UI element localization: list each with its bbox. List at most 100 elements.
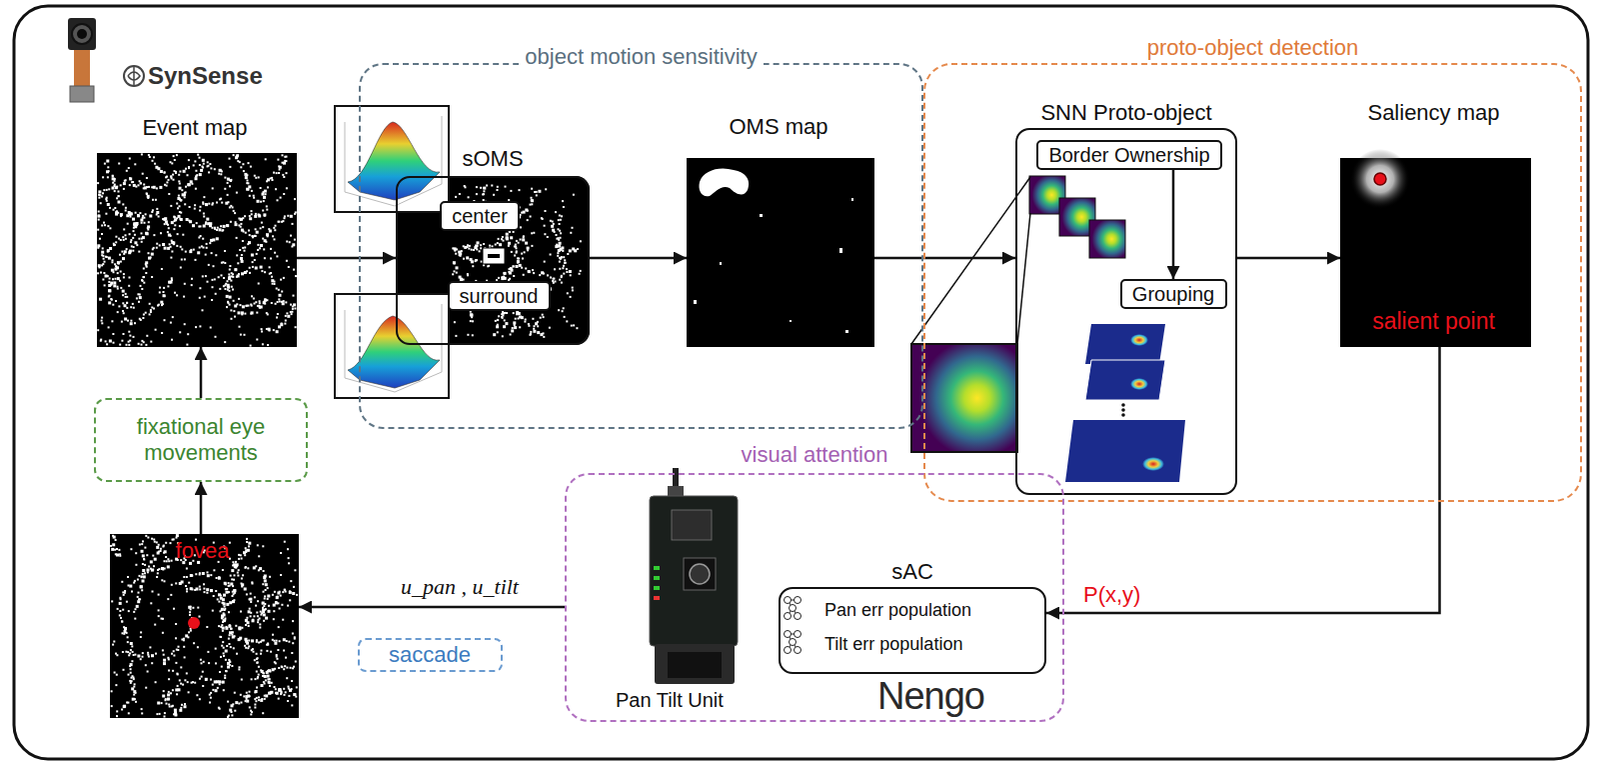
event-pixel	[109, 297, 112, 300]
event-pixel	[125, 247, 128, 250]
event-pixel	[119, 270, 122, 273]
event-pixel	[557, 308, 560, 311]
event-pixel	[188, 613, 191, 616]
event-pixel	[117, 262, 120, 265]
event-pixel	[569, 295, 572, 298]
event-pixel	[559, 257, 562, 260]
event-pixel	[186, 173, 189, 176]
event-pixel	[223, 187, 226, 190]
zoom-line	[1017, 212, 1031, 344]
event-pixel	[247, 544, 250, 547]
event-pixel	[281, 153, 284, 156]
event-pixel	[106, 203, 109, 206]
event-pixel	[232, 309, 235, 312]
event-pixel	[137, 183, 140, 186]
event-pixel	[513, 325, 517, 329]
event-pixel	[501, 316, 504, 319]
event-pixel	[273, 590, 276, 593]
event-pixel	[558, 267, 561, 270]
event-pixel	[279, 322, 283, 326]
event-pixel	[113, 206, 116, 209]
event-pixel	[251, 265, 254, 268]
event-pixel	[260, 327, 263, 330]
event-pixel	[125, 301, 128, 304]
event-pixel	[271, 178, 274, 181]
event-pixel	[115, 714, 118, 717]
event-pixel	[285, 171, 288, 174]
event-pixel	[97, 193, 100, 196]
event-pixel	[183, 195, 186, 198]
event-pixel	[100, 321, 103, 324]
event-pixel	[234, 566, 237, 569]
event-pixel	[223, 581, 227, 585]
event-pixel	[182, 295, 185, 298]
event-pixel	[125, 631, 128, 634]
event-pixel	[563, 261, 566, 264]
event-pixel	[213, 277, 216, 280]
event-pixel	[278, 165, 282, 169]
event-pixel	[152, 233, 155, 236]
event-pixel	[531, 317, 534, 320]
event-pixel	[289, 234, 292, 237]
event-pixel	[187, 166, 190, 169]
event-pixel	[263, 578, 267, 582]
event-pixel	[107, 288, 111, 292]
event-pixel	[129, 667, 132, 670]
event-pixel	[162, 661, 166, 665]
event-pixel	[124, 292, 127, 295]
event-pixel	[273, 251, 276, 254]
event-pixel	[127, 340, 130, 343]
event-pixel	[107, 187, 110, 190]
event-pixel	[143, 221, 146, 224]
event-pixel	[529, 332, 532, 335]
event-pixel	[561, 309, 564, 312]
event-pixel	[246, 566, 249, 569]
event-pixel	[261, 225, 264, 228]
event-pixel	[565, 319, 568, 322]
event-pixel	[211, 201, 214, 204]
event-pixel	[116, 285, 119, 288]
event-pixel	[529, 203, 532, 206]
event-pixel	[217, 600, 220, 603]
event-pixel	[291, 641, 294, 644]
event-pixel	[258, 566, 262, 570]
event-pixel	[291, 222, 294, 225]
event-pixel	[227, 624, 231, 628]
event-pixel	[267, 604, 270, 607]
event-pixel	[120, 339, 123, 342]
event-pixel	[235, 236, 238, 239]
event-pixel	[520, 266, 523, 269]
neuron	[789, 604, 797, 612]
led	[653, 575, 660, 580]
event-pixel	[494, 319, 497, 322]
event-pixel	[552, 281, 555, 284]
event-pixel	[114, 277, 117, 280]
event-pixel	[227, 272, 230, 275]
event-pixel	[126, 640, 129, 643]
event-pixel	[175, 648, 178, 651]
event-pixel	[551, 220, 554, 223]
event-pixel	[503, 271, 506, 274]
event-pixel	[115, 196, 118, 199]
event-pixel	[165, 180, 168, 183]
event-pixel	[282, 175, 285, 178]
event-pixel	[111, 174, 114, 177]
event-pixel	[191, 223, 195, 227]
event-pixel	[228, 157, 231, 160]
event-pixel	[257, 282, 260, 285]
event-pixel	[207, 263, 210, 266]
event-pixel	[139, 181, 142, 184]
event-pixel	[110, 260, 113, 263]
event-pixel	[476, 240, 480, 244]
event-pixel	[262, 300, 266, 304]
event-pixel	[261, 209, 264, 212]
event-pixel	[206, 160, 209, 163]
event-pixel	[213, 167, 216, 170]
event-pixel	[289, 214, 293, 218]
event-pixel	[249, 592, 252, 595]
event-pixel	[198, 286, 201, 289]
event-pixel	[183, 193, 186, 196]
event-pixel	[179, 211, 182, 214]
event-pixel	[284, 159, 287, 162]
event-pixel	[147, 153, 150, 156]
